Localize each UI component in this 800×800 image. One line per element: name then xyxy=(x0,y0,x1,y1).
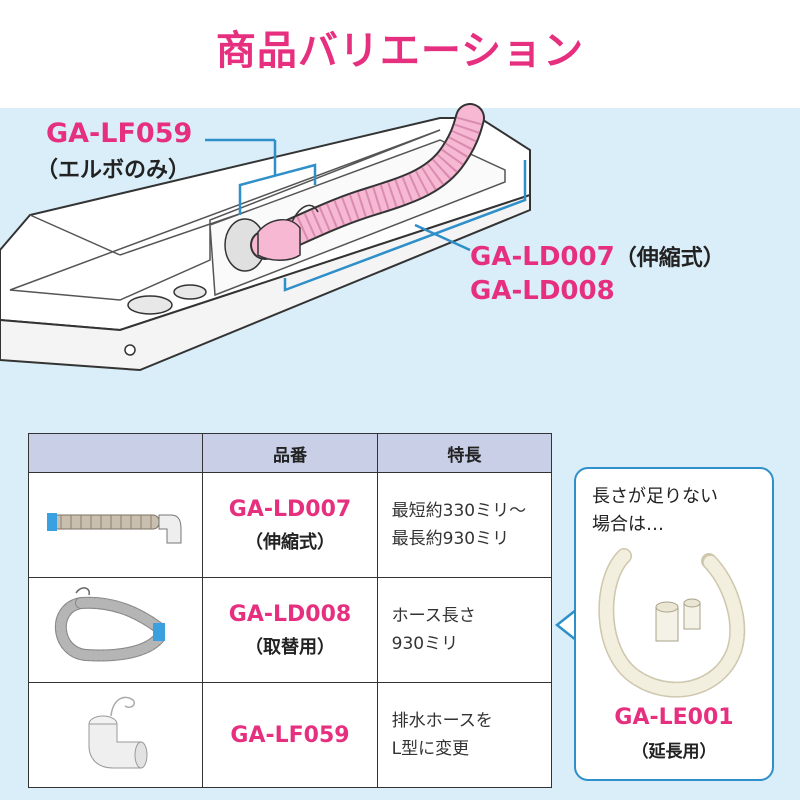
table-row: GA-LD007 （伸縮式） 最短約330ミリ〜 最長約930ミリ xyxy=(27,472,553,578)
row-features-cell: 最短約330ミリ〜 最長約930ミリ xyxy=(376,472,553,578)
extension-note: （延長用） xyxy=(631,742,717,762)
row-feature-line: 最短約330ミリ〜 xyxy=(391,501,527,521)
row-code-cell: GA-LF059 xyxy=(202,682,378,788)
row-feature-line: 930ミリ xyxy=(391,634,459,654)
page-title: 商品バリエーション xyxy=(215,28,585,74)
extension-prompt-line: 長さが足りない xyxy=(592,486,718,507)
table-row: GA-LD008 （取替用） ホース長さ 930ミリ xyxy=(27,577,553,683)
callout-extension-line: GA-LD007（伸縮式） xyxy=(470,240,725,272)
elbow-photo xyxy=(27,682,204,788)
row-feature-line: L型に変更 xyxy=(391,739,470,759)
row-code-cell: GA-LD008 （取替用） xyxy=(202,577,378,683)
header-part-number: 品番 xyxy=(202,433,378,473)
row-part-number: GA-LF059 xyxy=(230,722,350,748)
header-features: 特長 xyxy=(376,433,553,473)
row-features-cell: ホース長さ 930ミリ xyxy=(376,577,553,683)
callout-replace-code: GA-LD008 xyxy=(470,276,615,306)
telescopic-hose-photo xyxy=(27,472,204,578)
replacement-hose-photo xyxy=(27,577,204,683)
row-feature-line: 排水ホースを xyxy=(391,711,493,731)
extension-hose-box: 長さが足りない 場合は… GA-LE001 （延長用） xyxy=(574,467,774,781)
extension-prompt-line: 場合は… xyxy=(592,514,664,535)
row-feature-line: ホース長さ xyxy=(391,606,476,626)
table-header-row: 品番 特長 xyxy=(27,433,553,473)
row-part-number: GA-LD008 xyxy=(228,601,352,627)
callout-elbow-note: （エルボのみ） xyxy=(36,158,191,183)
callout-extension-note: （伸縮式） xyxy=(614,246,725,271)
callout-elbow-code: GA-LF059 xyxy=(46,118,193,149)
row-part-note: （伸縮式） xyxy=(244,531,335,553)
extension-prompt: 長さが足りない 場合は… xyxy=(592,483,718,539)
header-image xyxy=(27,433,204,473)
product-variation-table: 品番 特長 GA-LD xyxy=(27,433,553,788)
row-feature-line: 最長約930ミリ xyxy=(391,529,510,549)
washer-pan-illustration xyxy=(0,103,531,372)
row-part-number: GA-LD007 xyxy=(228,496,352,522)
table-row: GA-LF059 排水ホースを L型に変更 xyxy=(27,682,553,788)
extension-hose-photo xyxy=(598,548,746,698)
row-features-cell: 排水ホースを L型に変更 xyxy=(376,682,553,788)
extension-code: GA-LE001 xyxy=(614,705,734,730)
row-code-cell: GA-LD007 （伸縮式） xyxy=(202,472,378,578)
row-part-note: （取替用） xyxy=(244,636,335,658)
callout-extension-code: GA-LD007 xyxy=(470,242,615,272)
